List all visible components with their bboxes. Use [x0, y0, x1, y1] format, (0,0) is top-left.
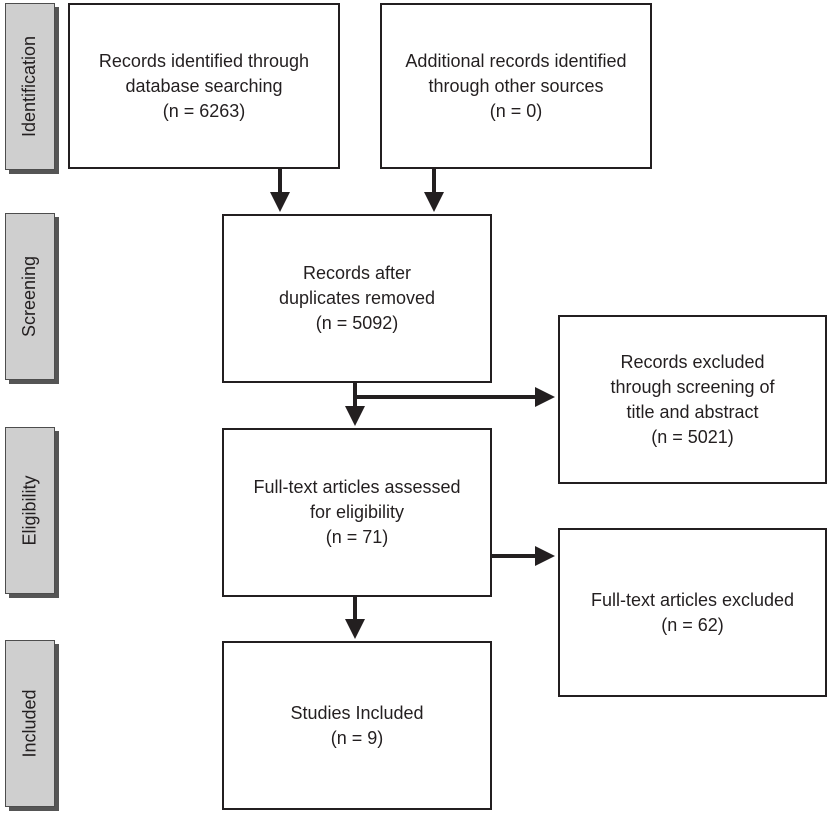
stage-screening: Screening	[5, 213, 55, 380]
box-excluded-screening-line1: Records excluded	[620, 351, 765, 372]
stage-identification: Identification	[5, 3, 55, 170]
box-fulltext-excluded-count: (n = 62)	[661, 614, 724, 635]
box-studies-included-count: (n = 9)	[330, 727, 384, 748]
box-after-duplicates-line1: Records after	[302, 263, 412, 283]
stage-identification-label: Identification	[19, 35, 40, 138]
box-database-records-line2: database searching	[125, 75, 283, 96]
stage-included-label: Included	[19, 689, 40, 758]
box-after-duplicates: Records after duplicates removed (n = 50…	[222, 214, 492, 383]
box-excluded-screening: Records excluded through screening of ti…	[558, 315, 827, 484]
box-after-duplicates-line2: duplicates removed	[278, 288, 436, 308]
box-fulltext-excluded: Full-text articles excluded (n = 62)	[558, 528, 827, 697]
box-fulltext-assessed: Full-text articles assessed for eligibil…	[222, 428, 492, 597]
box-other-records: Additional records identified through ot…	[380, 3, 652, 169]
box-studies-included: Studies Included (n = 9)	[222, 641, 492, 810]
stage-included: Included	[5, 640, 55, 807]
box-excluded-screening-count: (n = 5021)	[651, 426, 734, 447]
box-excluded-screening-line2: through screening of	[610, 376, 775, 397]
box-after-duplicates-count: (n = 5092)	[315, 313, 399, 333]
stage-eligibility: Eligibility	[5, 427, 55, 594]
box-database-records-count: (n = 6263)	[162, 100, 246, 121]
stage-eligibility-label: Eligibility	[19, 475, 40, 546]
box-other-records-count: (n = 0)	[489, 100, 543, 121]
stage-screening-label: Screening	[19, 255, 40, 338]
box-fulltext-excluded-line1: Full-text articles excluded	[590, 589, 795, 610]
box-excluded-screening-line3: title and abstract	[626, 401, 759, 422]
box-other-records-line2: through other sources	[428, 75, 604, 96]
box-fulltext-assessed-line1: Full-text articles assessed	[253, 477, 461, 497]
box-database-records: Records identified through database sear…	[68, 3, 340, 169]
box-fulltext-assessed-line2: for eligibility	[309, 502, 405, 522]
box-studies-included-line1: Studies Included	[290, 702, 424, 723]
box-other-records-line1: Additional records identified	[405, 50, 627, 71]
box-fulltext-assessed-count: (n = 71)	[325, 527, 389, 547]
box-database-records-line1: Records identified through	[98, 50, 310, 71]
